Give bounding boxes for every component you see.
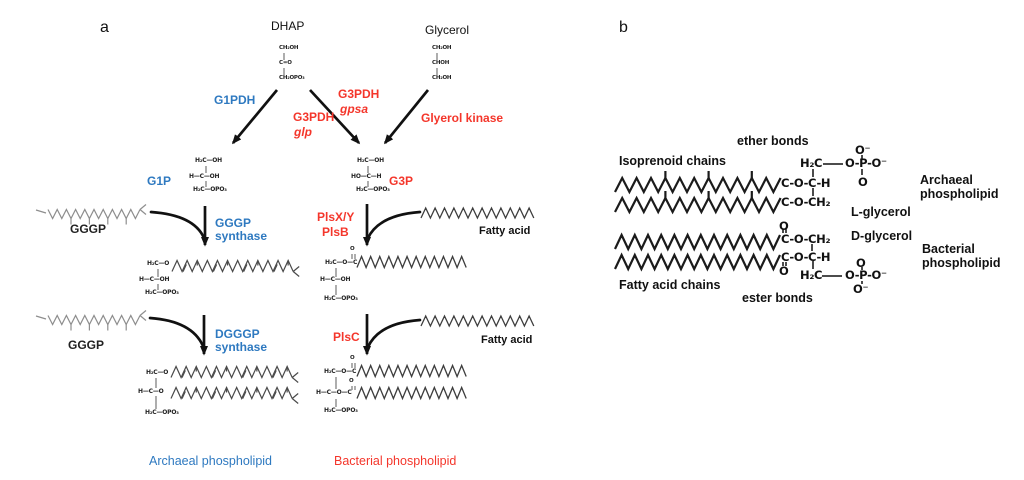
arch-h2c: H₂C: [800, 156, 823, 170]
g1p-structure-line3: H₂C—OPO₃: [193, 186, 227, 193]
bacterial-product-line1: H₂C—O—C: [324, 368, 357, 375]
glycerol-structure-line3: CH₂OH: [432, 75, 452, 81]
isoprenoid-chains-label: Isoprenoid chains: [619, 154, 726, 168]
glp-gene-label: glp: [294, 125, 312, 139]
glycerol-kinase-enzyme-label: Glyerol kinase: [421, 111, 504, 125]
gggp-synthase-label-line2: synthase: [215, 229, 268, 243]
fatty-acid-label-2: Fatty acid: [481, 334, 533, 346]
bact-glycerol-row2: C-O-C-H: [781, 250, 831, 264]
plsxy-enzyme-label: PlsX/Y: [317, 210, 355, 224]
bact-glycerol-row1: C-O-CH₂: [781, 232, 831, 246]
curve-fattyacid1-merge: [366, 210, 422, 240]
g1p-label: G1P: [147, 174, 172, 188]
glycerol-structure-line2: CHOH: [432, 60, 450, 66]
gggp-synthase-label-line1: GGGP: [215, 216, 252, 230]
archaeal-product-line2: H—C—O: [138, 388, 164, 395]
bact-phosphate-o-minus-bottom: O⁻: [853, 282, 869, 296]
bact-carbonyl-o-top: O: [779, 219, 789, 233]
g3p-structure-line3: H₂C—OPO₃: [356, 186, 390, 193]
fatty-acid-chains-label: Fatty acid chains: [619, 278, 721, 292]
panel-b-label: b: [619, 19, 628, 36]
panel-a-label: a: [100, 19, 109, 36]
dhap-structure-line3: CH₂OPO₃: [279, 75, 305, 81]
arrow-dhap-to-g3p: [309, 89, 361, 145]
l-glycerol-label: L-glycerol: [851, 205, 911, 219]
g3pdh-gpsa-enzyme-label: G3PDH: [338, 87, 380, 101]
bact-h2c: H₂C: [800, 268, 823, 282]
archaeal-phospholipid-caption: Archaeal phospholipid: [149, 454, 273, 468]
arch-glycerol-row3: C-O-CH₂: [781, 195, 831, 209]
g1p-structure-line1: H₂C—OH: [195, 157, 222, 164]
arch-phosphate-o-bottom: O: [858, 175, 868, 189]
g3p-label: G3P: [389, 174, 414, 188]
archaeal-product-line1: H₂C—O: [146, 369, 169, 376]
d-glycerol-label: D-glycerol: [851, 229, 913, 243]
bacterial-product-line2: H—C—O—C: [316, 389, 352, 396]
gggp-substrate-label-2: GGGP: [68, 338, 105, 352]
bacterial-intermediate1-line3: H₂C—OPO₃: [324, 295, 358, 302]
carbonyl-oxygen-3: O: [349, 378, 354, 384]
bacterial-phospholipid-label-line1: Bacterial: [922, 242, 975, 256]
arrow-glycerol-to-g3p: [383, 89, 430, 145]
bacterial-phospholipid-caption: Bacterial phospholipid: [334, 454, 457, 468]
carbonyl-oxygen-2: O: [350, 355, 355, 361]
g1pdh-enzyme-label: G1PDH: [214, 93, 256, 107]
dhap-structure-line2: C=O: [279, 60, 292, 66]
arch-glycerol-row2: C-O-C-H: [781, 176, 831, 190]
bacterial-intermediate1-line1: H₂C—O—C: [325, 259, 358, 266]
g3pdh-glp-enzyme-label: G3PDH: [293, 110, 335, 124]
bacterial-phospholipid-label-line2: phospholipid: [922, 256, 1001, 270]
dhap-label: DHAP: [271, 19, 305, 33]
gggp-substrate-label-1: GGGP: [70, 222, 107, 236]
bacterial-product-line3: H₂C—OPO₃: [324, 407, 358, 414]
bact-phosphate-group: O-P-O⁻: [845, 268, 887, 282]
g3p-structure-line1: H₂C—OH: [357, 157, 384, 164]
curve-fattyacid2-merge: [366, 318, 422, 349]
bact-phosphate-o-top: O: [856, 256, 866, 270]
carbonyl-oxygen-1: O: [350, 246, 355, 252]
arch-phosphate-group: O-P-O⁻: [845, 156, 887, 170]
curve-gggp1-merge: [149, 210, 206, 240]
archaeal-phospholipid-label-line2: phospholipid: [920, 187, 999, 201]
archaeal-intermediate1-line3: H₂C—OPO₃: [145, 289, 179, 296]
curve-gggp2-merge: [148, 316, 205, 348]
dhap-structure-line1: CH₂OH: [279, 45, 299, 51]
dgggp-synthase-label-line1: DGGGP: [215, 327, 260, 341]
plsc-enzyme-label: PlsC: [333, 330, 360, 344]
gpsa-gene-label: gpsa: [340, 102, 369, 116]
bact-carbonyl-o-bottom: O: [779, 264, 789, 278]
plsb-enzyme-label: PlsB: [322, 225, 349, 239]
archaeal-product-line3: H₂C—OPO₃: [145, 409, 179, 416]
arrow-dhap-to-g1p: [231, 89, 279, 145]
g3p-structure-line2: HO—C—H: [351, 173, 382, 180]
glycerol-structure-line1: CH₂OH: [432, 45, 452, 51]
archaeal-intermediate1-line2: H—C—OH: [139, 276, 170, 283]
fatty-acid-label-1: Fatty acid: [479, 225, 531, 237]
ester-bonds-label: ester bonds: [742, 291, 813, 305]
archaeal-phospholipid-label-line1: Archaeal: [920, 173, 973, 187]
bacterial-intermediate1-line2: H—C—OH: [320, 276, 351, 283]
arch-phosphate-o-top: O⁻: [855, 143, 871, 157]
archaeal-intermediate1-line1: H₂C—O: [147, 260, 170, 267]
dgggp-synthase-label-line2: synthase: [215, 340, 268, 354]
ether-bonds-label: ether bonds: [737, 134, 809, 148]
g1p-structure-line2: H—C—OH: [189, 173, 220, 180]
glycerol-label: Glycerol: [425, 23, 470, 37]
